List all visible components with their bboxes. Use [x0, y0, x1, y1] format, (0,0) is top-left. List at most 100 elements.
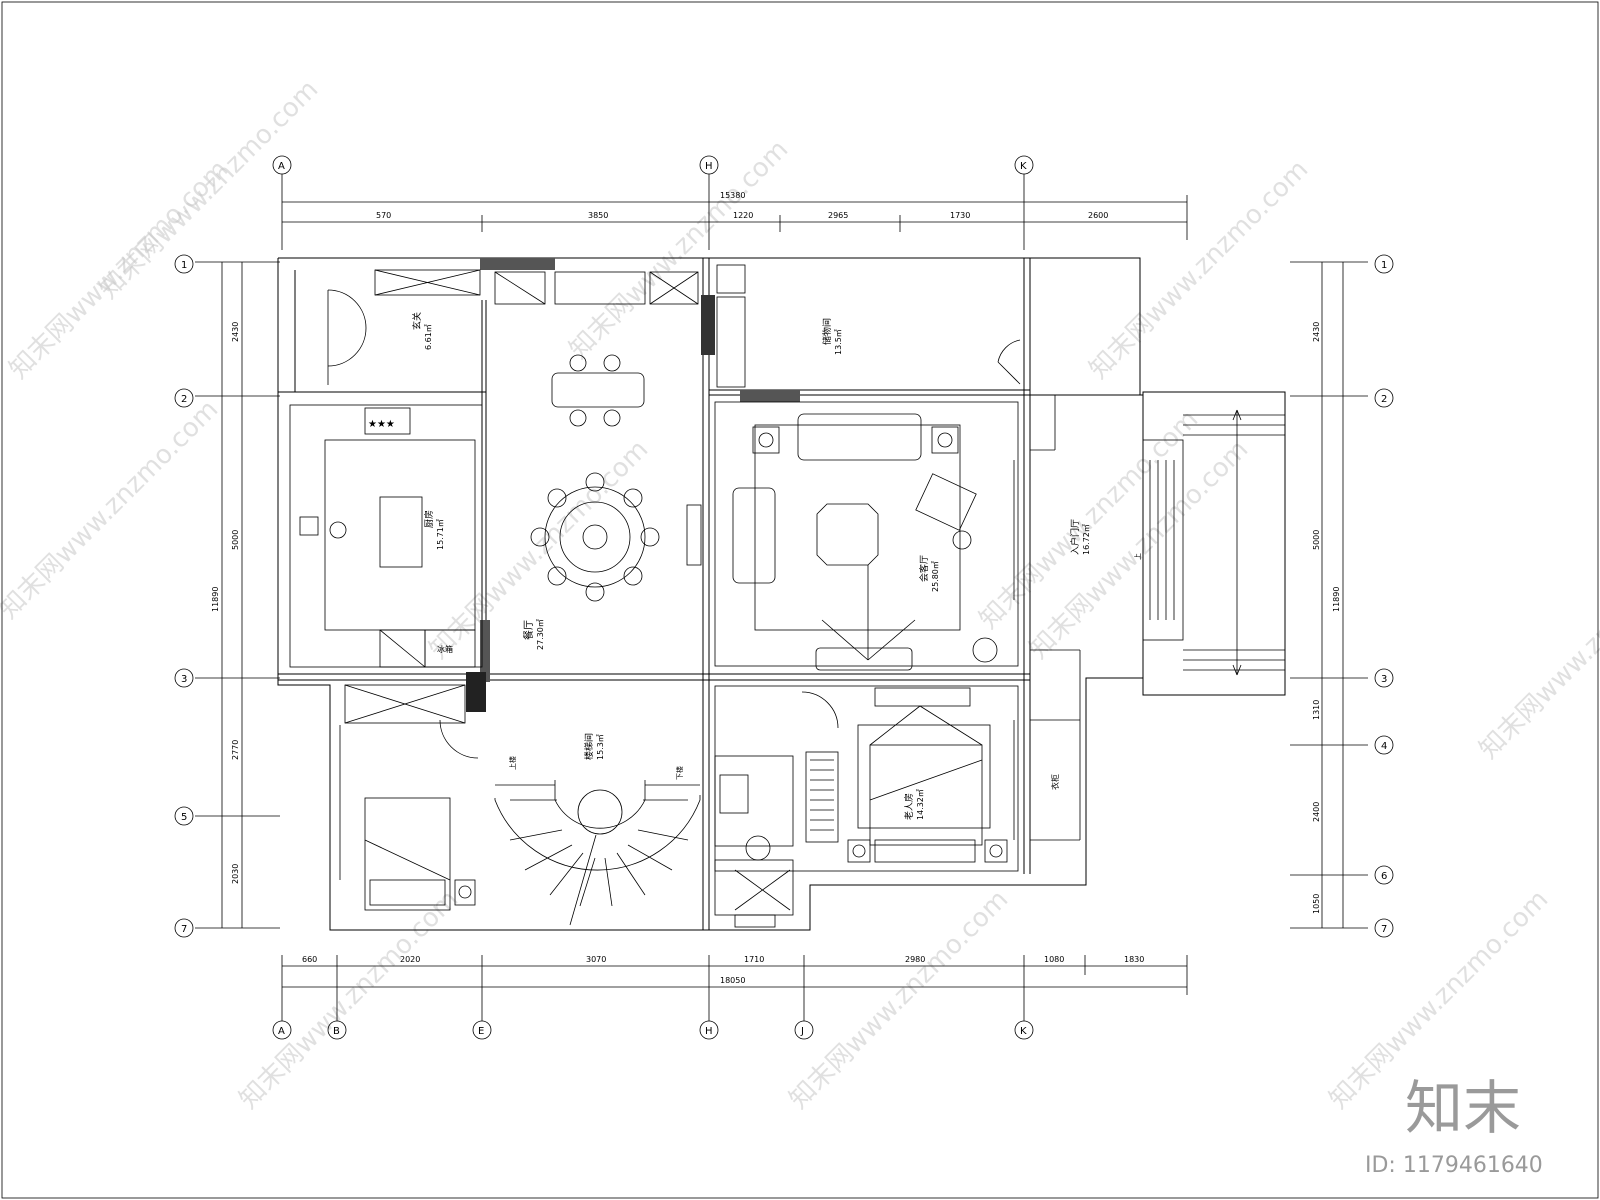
room-area-stair: 15.3㎡ [596, 734, 605, 760]
dim-top-4: 2965 [828, 211, 848, 220]
wardrobe-icon [805, 751, 839, 843]
sink-icon [299, 516, 319, 536]
stove-icon [364, 407, 411, 435]
grid-label: 1 [1381, 260, 1387, 271]
wall-hatch [740, 390, 800, 402]
sink-icon [719, 774, 749, 814]
grid-bubble-right-4: 4 [1374, 735, 1394, 755]
dim-top-3: 1220 [733, 211, 753, 220]
dim-right-1: 2430 [1312, 322, 1321, 342]
grid-label: A [278, 161, 285, 172]
toilet-icon [745, 835, 771, 861]
room-area-foyer: 6.61㎡ [424, 324, 433, 350]
grid-bubble-bottom-k: K [1014, 1020, 1034, 1040]
closet-label-right: 衣柜 [1050, 774, 1060, 790]
grid-label: 1 [181, 260, 187, 271]
dim-left-1: 2430 [231, 322, 240, 342]
room-label-foyer: 玄关 [411, 312, 423, 330]
grid-label: 7 [181, 924, 187, 935]
grid-bubble-right-6: 6 [1374, 865, 1394, 885]
watermark: 知末网www.znzmo.com [234, 884, 465, 1115]
bed-icon [364, 797, 451, 911]
dim-left-3: 2770 [231, 740, 240, 760]
grid-label: J [800, 1026, 804, 1037]
bed-icon [869, 744, 983, 846]
tv-cabinet [815, 647, 913, 671]
room-area-storage: 13.5㎡ [834, 329, 843, 355]
grid-bubble-left-2: 2 [174, 388, 194, 408]
dim-top-1: 570 [376, 211, 391, 220]
stair-newel [577, 789, 623, 835]
fridge-icon [424, 629, 476, 668]
grid-bubble-top-a: A [272, 155, 292, 175]
wall-hatch [466, 672, 486, 712]
watermark: 知末网www.znzmo.com [1084, 154, 1315, 385]
grid-label: 2 [181, 394, 187, 405]
room-label-storage: 储物间 [821, 318, 833, 345]
grid-bubbles: A H K A B E H J K 1 2 3 5 7 1 2 3 4 6 7 [174, 155, 1394, 1040]
brand-logo: 知末 [1405, 1074, 1521, 1142]
dim-right-total: 11890 [1332, 587, 1341, 612]
fridge-label: 冰箱 [437, 644, 453, 654]
grid-label: E [478, 1026, 484, 1037]
grid-bubble-right-7: 7 [1374, 918, 1394, 938]
dining-room: 餐厅 27.30㎡ [494, 271, 702, 650]
wall-hatch [701, 295, 715, 355]
grid-bubble-left-5: 5 [174, 806, 194, 826]
grid-bubble-left-1: 1 [174, 254, 194, 274]
grid-label: 6 [1381, 871, 1387, 882]
grid-bubble-bottom-j: J [794, 1020, 814, 1040]
dim-top-5: 1730 [950, 211, 970, 220]
dim-bottom-7: 1830 [1124, 955, 1144, 964]
room-area-kitchen: 15.71㎡ [436, 519, 445, 550]
right-dimensions: 2430 5000 1310 2400 1050 11890 [1290, 261, 1368, 929]
room-label-living: 会客厅 [918, 555, 930, 582]
left-dimensions: 2430 5000 2770 2030 11890 [195, 261, 280, 929]
coffee-table [816, 503, 879, 566]
tv-stand [874, 687, 971, 707]
grid-label: K [1020, 161, 1027, 172]
stair-up-label: 上楼 [508, 756, 517, 770]
grid-bubble-right-3: 3 [1374, 668, 1394, 688]
watermark: 知末网www.znzmo.com [0, 394, 224, 625]
dim-top-total: 15380 [720, 191, 745, 200]
top-dimensions: 15380 570 3850 1220 2965 1730 2600 [281, 191, 1188, 250]
grid-label: B [333, 1026, 340, 1037]
grid-label: 3 [1381, 674, 1387, 685]
sofa-icon [797, 413, 922, 461]
watermark: 知末网www.znzmo.com [94, 74, 325, 305]
dim-left-total: 11890 [211, 587, 220, 612]
bottom-dimensions: 660 2020 3070 1710 2980 1080 1830 18050 [281, 955, 1188, 995]
dim-bottom-5: 2980 [905, 955, 925, 964]
living-room: 会客厅 25.80㎡ [714, 401, 1019, 671]
dim-right-3: 1310 [1312, 700, 1321, 720]
watermark: 知末网www.znzmo.com [564, 134, 795, 365]
armchair-icon [732, 487, 776, 584]
dim-bottom-3: 3070 [586, 955, 606, 964]
grid-bubble-right-2: 2 [1374, 388, 1394, 408]
grid-bubble-left-7: 7 [174, 918, 194, 938]
dim-left-2: 5000 [231, 530, 240, 550]
room-label-stair: 楼梯间 [583, 733, 595, 760]
grid-label: 7 [1381, 924, 1387, 935]
entry-up-label: 上 [1133, 553, 1142, 560]
grid-label: A [278, 1026, 285, 1037]
image-id: ID: 1179461640 [1365, 1153, 1543, 1178]
grid-label: 5 [181, 812, 187, 823]
grid-label: K [1020, 1026, 1027, 1037]
wall-hatch [480, 258, 555, 270]
shower-icon [714, 859, 794, 916]
room-area-dining: 27.30㎡ [536, 619, 545, 650]
dim-bottom-6: 1080 [1044, 955, 1064, 964]
grid-label: H [705, 161, 713, 172]
dim-bottom-total: 18050 [720, 976, 745, 985]
dim-bottom-4: 1710 [744, 955, 764, 964]
lounge-chair-icon [915, 473, 977, 531]
entrance-hall: 入户门厅 16.72㎡ 上 衣柜 [1050, 409, 1242, 790]
staircase: 楼梯间 15.3㎡ 上楼 下楼 [494, 733, 701, 926]
grid-bubble-bottom-h: H [699, 1020, 719, 1040]
walls [277, 257, 1286, 931]
storage-room: 储物间 13.5㎡ [716, 264, 1021, 388]
